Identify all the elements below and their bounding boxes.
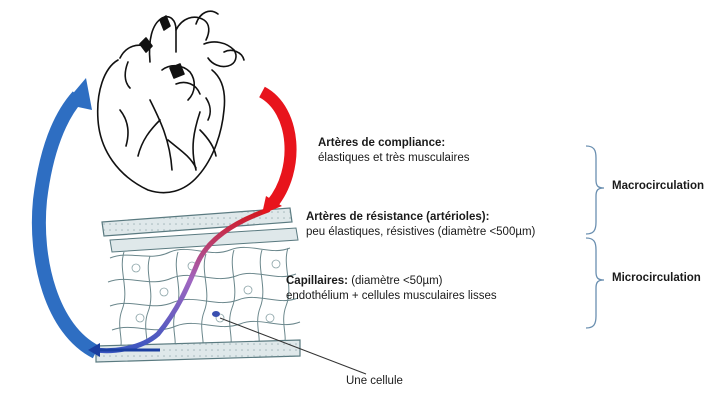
cell-marker [212,311,220,317]
microcirculation-label: Microcirculation [612,272,701,284]
compliance-label: Artères de compliance: élastiques et trè… [318,136,469,166]
compliance-desc: élastiques et très musculaires [318,152,470,164]
resistance-title: Artères de résistance (artérioles): [306,211,490,223]
resistance-label: Artères de résistance (artérioles): peu … [306,210,535,240]
capillaries-desc: endothélium + cellules musculaires lisse… [286,290,497,302]
resistance-desc: peu élastiques, résistives (diamètre <50… [306,226,536,238]
arterial-flow-arrow [258,86,297,208]
capillaries-title: Capillaires: [286,275,348,287]
macrocirculation-label: Macrocirculation [612,180,705,192]
brace-macro [585,145,605,235]
heart-icon [96,10,245,194]
cell-label: Une cellule [346,375,403,387]
cell-leader-line [219,317,367,375]
venous-return-arrow [31,91,100,359]
capillary-network-icon [93,207,301,363]
capillaries-label: Capillaires: (diamètre <50µm) endothéliu… [286,274,497,304]
compliance-title: Artères de compliance: [318,137,446,149]
brace-micro [585,237,605,329]
capillaries-detail: (diamètre <50µm) [351,275,443,287]
